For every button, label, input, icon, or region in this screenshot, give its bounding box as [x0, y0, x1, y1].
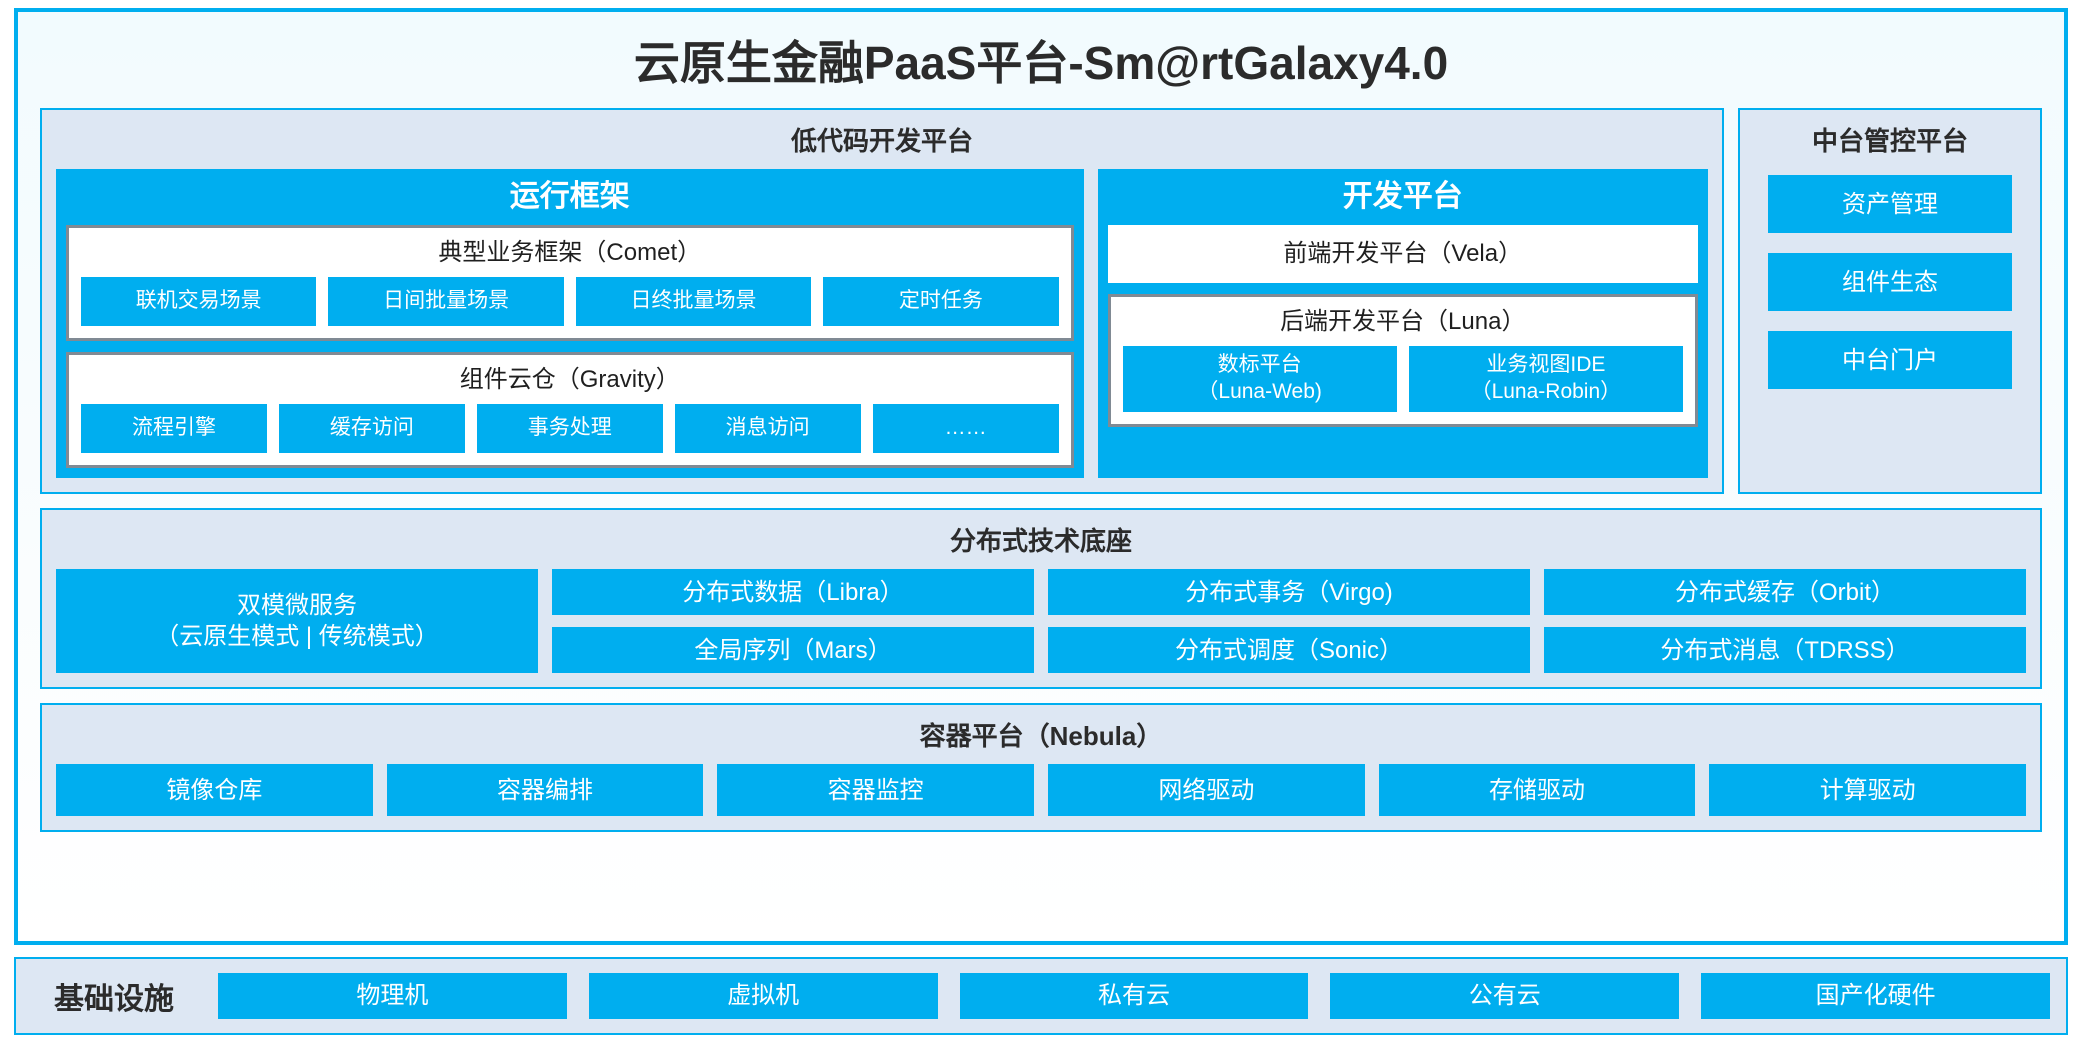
gravity-chip-row: 流程引擎 缓存访问 事务处理 消息访问 ……	[81, 404, 1059, 454]
development-platform-box: 开发平台 前端开发平台（Vela） 后端开发平台（Luna） 数标平台 （Lun…	[1097, 169, 1708, 479]
midoffice-item-component-ecosystem[interactable]: 组件生态	[1768, 253, 2012, 312]
distributed-base-title: 分布式技术底座	[949, 526, 1132, 557]
comet-chip-eod-batch[interactable]: 日终批量场景	[575, 277, 812, 327]
luna-chip-luna-robin[interactable]: 业务视图IDE （Luna-Robin）	[1408, 346, 1683, 413]
distributed-base-grid: 双模微服务 （云原生模式 | 传统模式） 分布式数据（Libra） 全局序列（M…	[56, 569, 2026, 674]
infrastructure-item-domestic-hardware[interactable]: 国产化硬件	[1701, 973, 2050, 1019]
runtime-framework-box: 运行框架 典型业务框架（Comet） 联机交易场景 日间批量场景 日终批量场景 …	[56, 169, 1084, 479]
distributed-item-tdrss[interactable]: 分布式消息（TDRSS）	[1544, 627, 2026, 674]
lowcode-platform-panel: 低代码开发平台 运行框架 典型业务框架（Comet） 联机交易场景 日间批量场景…	[40, 108, 1724, 495]
container-item-network-driver[interactable]: 网络驱动	[1048, 764, 1365, 817]
distributed-item-libra[interactable]: 分布式数据（Libra）	[552, 569, 1034, 616]
luna-chip-luna-web[interactable]: 数标平台 （Luna-Web)	[1122, 346, 1397, 413]
gravity-chip-message-access[interactable]: 消息访问	[674, 404, 861, 454]
container-platform-title: 容器平台（Nebula）	[919, 721, 1163, 752]
comet-chip-row: 联机交易场景 日间批量场景 日终批量场景 定时任务	[81, 277, 1059, 327]
gravity-chip-process-engine[interactable]: 流程引擎	[81, 404, 267, 454]
comet-chip-scheduled-task[interactable]: 定时任务	[823, 277, 1059, 327]
lowcode-platform-title: 低代码开发平台	[790, 126, 973, 157]
infrastructure-item-physical-machine[interactable]: 物理机	[218, 973, 567, 1019]
midoffice-control-panel: 中台管控平台 资产管理 组件生态 中台门户	[1738, 108, 2042, 495]
distributed-base-panel: 分布式技术底座 双模微服务 （云原生模式 | 传统模式） 分布式数据（Libra…	[40, 508, 2042, 690]
gravity-chip-transaction-processing[interactable]: 事务处理	[476, 404, 663, 454]
distributed-col-1: 分布式数据（Libra） 全局序列（Mars）	[552, 569, 1034, 674]
container-item-compute-driver[interactable]: 计算驱动	[1709, 764, 2027, 817]
midoffice-control-title: 中台管控平台	[1811, 126, 1968, 157]
row-lowcode-and-midoffice: 低代码开发平台 运行框架 典型业务框架（Comet） 联机交易场景 日间批量场景…	[40, 108, 2042, 495]
luna-card-title: 后端开发平台（Luna）	[1280, 308, 1526, 336]
distributed-col-microservice: 双模微服务 （云原生模式 | 传统模式）	[56, 569, 538, 674]
platform-main-frame: 云原生金融PaaS平台-Sm@rtGalaxy4.0 低代码开发平台 运行框架 …	[14, 8, 2068, 945]
gravity-card: 组件云仓（Gravity） 流程引擎 缓存访问 事务处理 消息访问 ……	[66, 352, 1074, 469]
gravity-chip-cache-access[interactable]: 缓存访问	[278, 404, 465, 454]
distributed-item-virgo[interactable]: 分布式事务（Virgo)	[1048, 569, 1530, 616]
distributed-item-dual-mode-microservice[interactable]: 双模微服务 （云原生模式 | 传统模式）	[56, 569, 538, 674]
comet-chip-intraday-batch[interactable]: 日间批量场景	[328, 277, 564, 327]
runtime-framework-title: 运行框架	[509, 180, 630, 214]
vela-card[interactable]: 前端开发平台（Vela）	[1107, 225, 1698, 284]
container-item-image-registry[interactable]: 镜像仓库	[56, 764, 373, 817]
infrastructure-item-list: 物理机 虚拟机 私有云 公有云 国产化硬件	[218, 973, 2050, 1019]
infrastructure-item-public-cloud[interactable]: 公有云	[1330, 973, 1680, 1019]
gravity-chip-ellipsis[interactable]: ……	[872, 404, 1059, 454]
gravity-card-title: 组件云仓（Gravity）	[459, 366, 680, 394]
development-platform-title: 开发平台	[1342, 180, 1463, 214]
distributed-item-orbit[interactable]: 分布式缓存（Orbit）	[1544, 569, 2026, 616]
container-platform-panel: 容器平台（Nebula） 镜像仓库 容器编排 容器监控 网络驱动 存储驱动 计算…	[40, 703, 2042, 833]
midoffice-item-asset-management[interactable]: 资产管理	[1768, 175, 2012, 234]
container-platform-row: 镜像仓库 容器编排 容器监控 网络驱动 存储驱动 计算驱动	[56, 764, 2027, 817]
spacer-1	[40, 494, 2042, 508]
distributed-item-mars[interactable]: 全局序列（Mars）	[552, 627, 1034, 674]
distributed-col-3: 分布式缓存（Orbit） 分布式消息（TDRSS）	[1544, 569, 2026, 674]
lowcode-platform-body: 运行框架 典型业务框架（Comet） 联机交易场景 日间批量场景 日终批量场景 …	[56, 169, 1708, 479]
container-item-monitoring[interactable]: 容器监控	[717, 764, 1035, 817]
comet-chip-online-transaction[interactable]: 联机交易场景	[81, 277, 317, 327]
midoffice-item-portal[interactable]: 中台门户	[1768, 331, 2012, 390]
midoffice-item-list: 资产管理 组件生态 中台门户	[1754, 169, 2026, 478]
comet-card: 典型业务框架（Comet） 联机交易场景 日间批量场景 日终批量场景 定时任务	[66, 225, 1074, 342]
container-item-storage-driver[interactable]: 存储驱动	[1378, 764, 1696, 817]
luna-chip-row: 数标平台 （Luna-Web) 业务视图IDE （Luna-Robin）	[1122, 346, 1683, 413]
infrastructure-item-private-cloud[interactable]: 私有云	[959, 973, 1309, 1019]
comet-card-title: 典型业务框架（Comet）	[438, 239, 702, 267]
infrastructure-bar: 基础设施 物理机 虚拟机 私有云 公有云 国产化硬件	[14, 957, 2068, 1035]
infrastructure-item-virtual-machine[interactable]: 虚拟机	[588, 973, 938, 1019]
page-title: 云原生金融PaaS平台-Sm@rtGalaxy4.0	[633, 37, 1449, 89]
infrastructure-label: 基础设施	[54, 983, 174, 1016]
container-item-orchestration[interactable]: 容器编排	[386, 764, 704, 817]
distributed-col-2: 分布式事务（Virgo) 分布式调度（Sonic）	[1048, 569, 1530, 674]
distributed-item-sonic[interactable]: 分布式调度（Sonic）	[1048, 627, 1530, 674]
spacer-2	[40, 689, 2042, 703]
luna-card: 后端开发平台（Luna） 数标平台 （Luna-Web) 业务视图IDE （Lu…	[1107, 294, 1698, 428]
